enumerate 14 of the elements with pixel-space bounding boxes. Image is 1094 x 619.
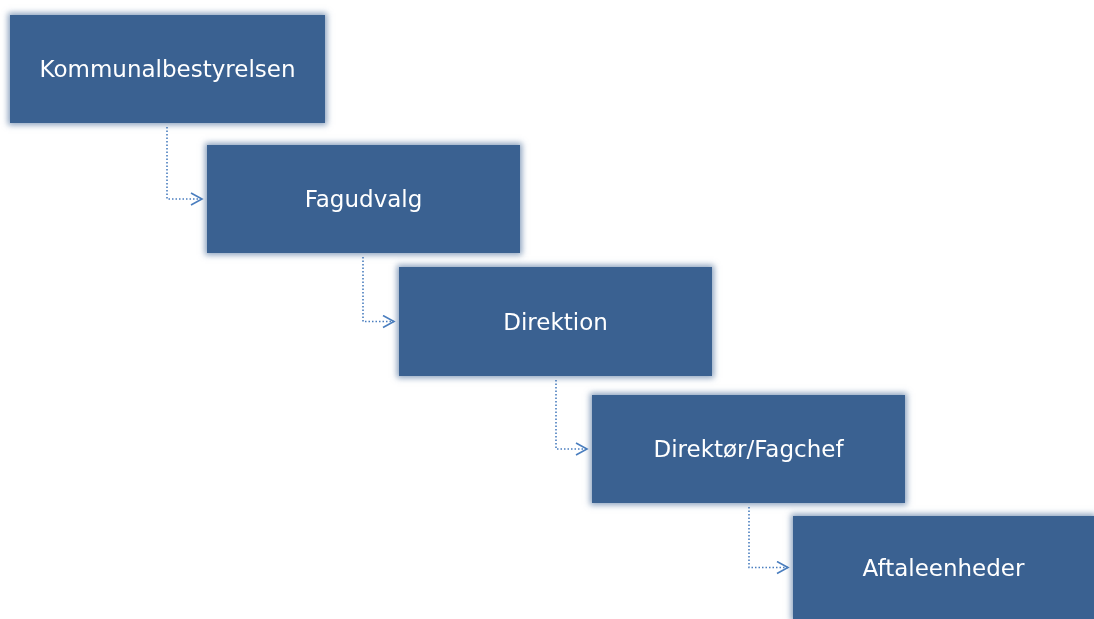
- box-label: Aftaleenheder: [862, 554, 1025, 581]
- process-box: [10, 15, 325, 123]
- box-label: Kommunalbestyrelsen: [39, 56, 296, 82]
- process-box: [399, 267, 712, 376]
- arrow: [555, 379, 588, 456]
- arrow: [748, 506, 789, 575]
- box-label: Direktion: [503, 308, 608, 335]
- process-box: [592, 395, 905, 503]
- arrow: [362, 256, 395, 329]
- process-box: [207, 145, 520, 253]
- process-box: [793, 516, 1094, 619]
- box-label: Fagudvalg: [304, 186, 423, 212]
- box-label: Direktør/Fagchef: [653, 436, 844, 462]
- arrow: [166, 126, 203, 206]
